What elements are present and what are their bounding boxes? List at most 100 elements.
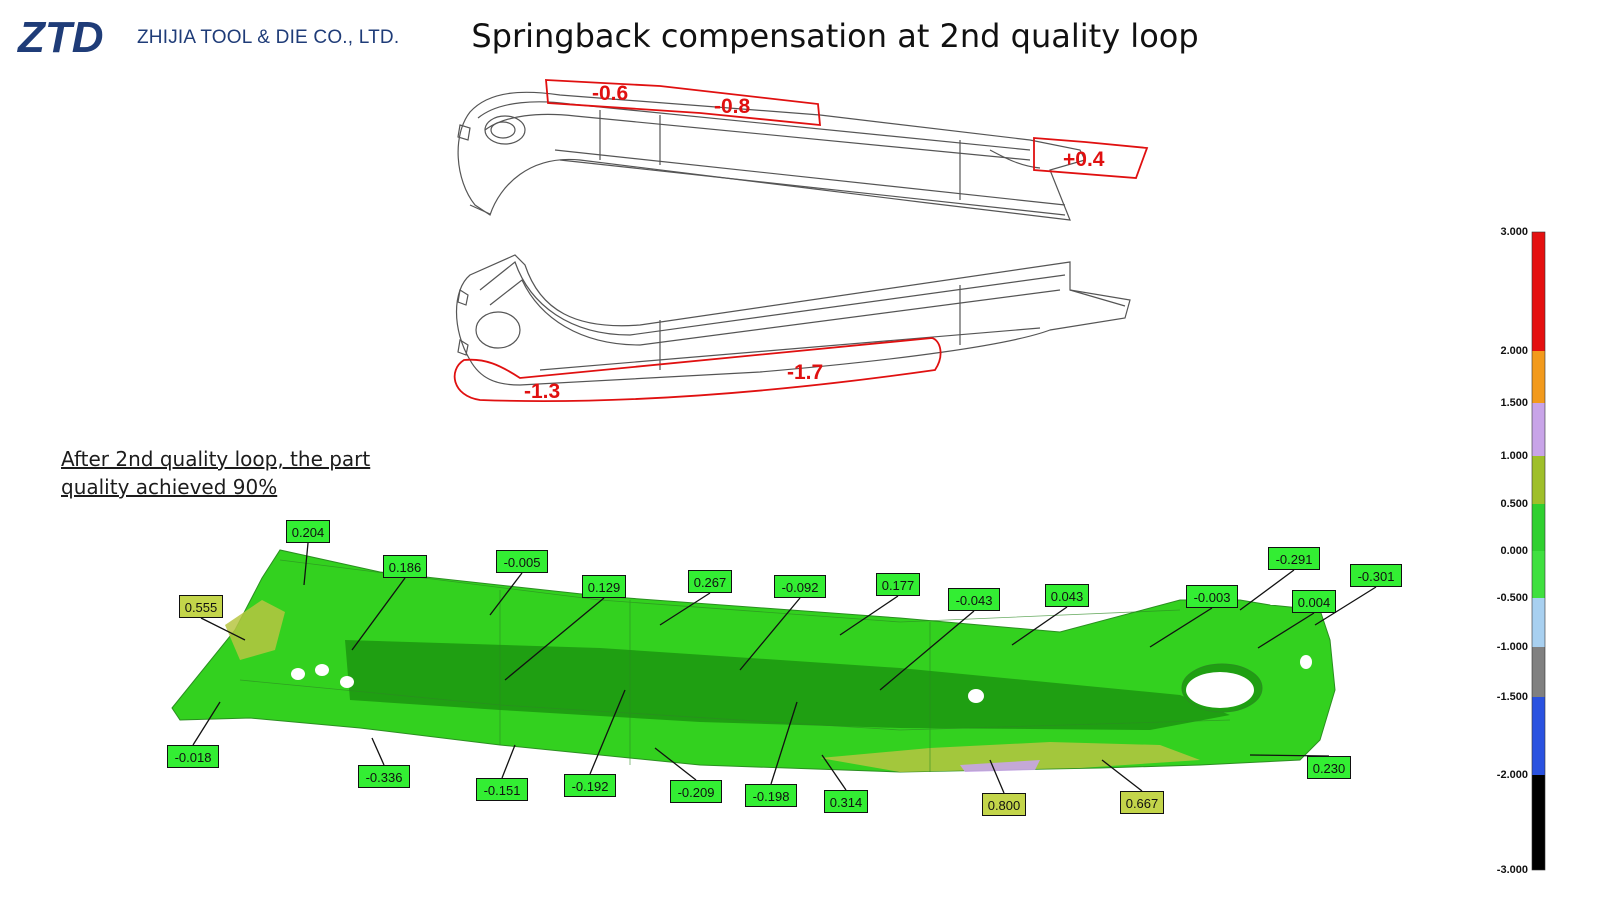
color-scale-label: -1.000: [1496, 641, 1528, 653]
color-scale-segment: [1532, 232, 1545, 351]
ztd-logo-icon: ZTD: [16, 13, 104, 60]
compensation-region-2: [1033, 137, 1149, 179]
callout-leader-line: [989, 759, 1005, 794]
color-scale-segment: [1532, 504, 1545, 551]
hole-icon: [291, 668, 305, 680]
compensation-value: -1.3: [524, 380, 561, 403]
measurement-callout: -0.003: [1186, 585, 1238, 608]
measurement-callout: 0.667: [1120, 791, 1164, 814]
measurement-callout: 0.800: [982, 793, 1026, 816]
part-view-lower: [455, 254, 1131, 386]
company-logo: ZTD ZHIJIA TOOL & DIE CO., LTD.: [16, 12, 416, 60]
company-name: ZHIJIA TOOL & DIE CO., LTD.: [137, 27, 400, 48]
callout-leader-line: [1149, 607, 1213, 648]
callout-leader-line: [654, 747, 697, 781]
logo-text: ZTD: [16, 13, 104, 60]
measurement-callout: 0.043: [1045, 584, 1089, 607]
callout-leader-line: [739, 597, 801, 671]
measurement-callout: 0.186: [383, 555, 427, 578]
callout-leader-lines: [192, 542, 1377, 794]
color-scale-segment: [1532, 456, 1545, 504]
compensation-region-1: [545, 79, 821, 127]
compensation-value: -1.7: [787, 361, 824, 384]
part-view-upper: [457, 91, 1086, 221]
compensation-value: -0.6: [592, 82, 629, 105]
measurement-callout: -0.018: [167, 745, 219, 768]
measurement-callout: 0.204: [286, 520, 330, 543]
callout-leader-line: [1257, 612, 1315, 649]
part-dark-channel: [345, 640, 1230, 730]
slot-hole-icon: [1186, 672, 1254, 708]
compensation-region-3: [453, 337, 942, 402]
color-scale-label: 3.000: [1500, 226, 1528, 238]
hole-icon: [968, 689, 984, 703]
color-scale-label: 0.000: [1500, 545, 1528, 557]
quality-summary: After 2nd quality loop, the part quality…: [61, 445, 370, 501]
compensation-value: -0.8: [714, 95, 751, 118]
summary-line-1: After 2nd quality loop, the part: [61, 447, 371, 471]
color-scale-segment: [1532, 598, 1545, 647]
olive-region-left: [225, 600, 285, 660]
slide-title: Springback compensation at 2nd quality l…: [471, 17, 1199, 55]
callout-leader-line: [839, 595, 899, 636]
color-scale-segment: [1532, 775, 1545, 870]
measurement-callout: 0.177: [876, 573, 920, 596]
measurement-callout: -0.043: [948, 588, 1000, 611]
hole-icon: [1300, 655, 1312, 669]
callout-leader-line: [192, 701, 221, 746]
measurement-callout: -0.209: [670, 780, 722, 803]
color-scale-label: 2.000: [1500, 345, 1528, 357]
callout-leader-line: [351, 577, 406, 651]
measurement-callout: -0.192: [564, 774, 616, 797]
olive-region-bottom: [820, 742, 1200, 772]
measurement-callout: -0.198: [745, 784, 797, 807]
color-scale-label: -1.500: [1496, 691, 1528, 703]
color-scale-segment: [1532, 647, 1545, 697]
callout-leader-line: [1239, 569, 1295, 611]
color-scale-label: -2.000: [1496, 769, 1528, 781]
measurement-callout: 0.004: [1292, 590, 1336, 613]
measurement-callout: 0.555: [179, 595, 223, 618]
callout-leader-line: [371, 737, 385, 766]
compensation-value: +0.4: [1063, 148, 1105, 171]
hole-icon: [340, 676, 354, 688]
callout-leader-line: [501, 744, 516, 779]
color-scale-segment: [1532, 403, 1545, 456]
measurement-callout: 0.230: [1307, 756, 1351, 779]
color-scale-outline: [1531, 231, 1546, 871]
measurement-callout: -0.092: [774, 575, 826, 598]
measurement-callout: -0.151: [476, 778, 528, 801]
callout-leader-line: [659, 592, 711, 626]
callout-leader-line: [504, 597, 605, 681]
color-scale-label: 1.500: [1500, 397, 1528, 409]
color-scale-segment: [1532, 551, 1545, 598]
callout-leader-line: [821, 754, 847, 791]
color-scale-segment: [1532, 351, 1545, 403]
measurement-callout: -0.291: [1268, 547, 1320, 570]
measurement-callout: 0.267: [688, 570, 732, 593]
callout-leader-line: [770, 701, 798, 785]
compensation-outlines: [453, 79, 1149, 402]
color-scale-label: -0.500: [1496, 592, 1528, 604]
callout-leader-line: [1101, 759, 1143, 792]
callout-leader-line: [1249, 754, 1330, 757]
measurement-callout: 0.314: [824, 790, 868, 813]
color-scale-label: 1.000: [1500, 450, 1528, 462]
measurement-callout: -0.301: [1350, 564, 1402, 587]
color-scale-segment: [1532, 697, 1545, 775]
color-scale-label: 0.500: [1500, 498, 1528, 510]
callout-leader-line: [879, 610, 975, 691]
callout-leader-line: [1011, 606, 1068, 646]
hole-icon: [315, 664, 329, 676]
summary-line-2: quality achieved 90%: [61, 475, 278, 499]
callout-leader-line: [1314, 586, 1377, 626]
callout-leader-line: [200, 617, 246, 641]
measurement-callout: 0.129: [582, 575, 626, 598]
callout-leader-line: [589, 689, 626, 775]
measurement-callout: -0.336: [358, 765, 410, 788]
callout-leader-line: [303, 542, 309, 586]
callout-leader-line: [489, 572, 523, 616]
